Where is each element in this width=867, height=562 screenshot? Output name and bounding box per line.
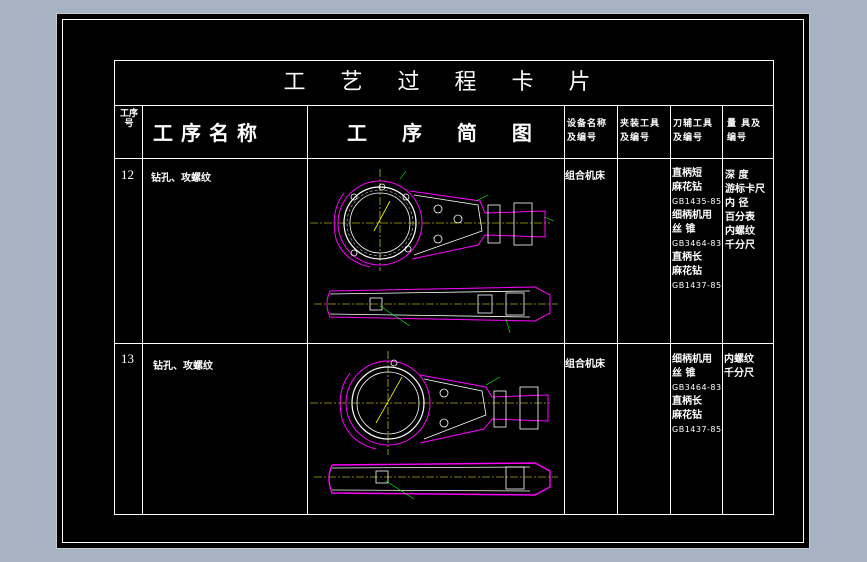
tool-line: 丝 锥 (672, 224, 696, 235)
header-gauge: 量 具及编号 (727, 119, 762, 143)
row-tools-12: 直柄短 麻花钻 GB1435-85 细柄机用 丝 锥 GB3464-83 直柄长… (672, 167, 722, 293)
drawing-frame: 工 艺 过 程 卡 片 工序号 工序名称 工 序 简 图 设备名称及编号 夹装工… (62, 19, 804, 543)
gauge-line: 百分表 (725, 212, 755, 223)
tool-standard: GB1437-85 (672, 281, 722, 290)
tool-line: 麻花钻 (672, 266, 702, 277)
tool-line: 麻花钻 (672, 182, 702, 193)
col-divider-seq (142, 105, 143, 515)
connecting-rod-top-view (310, 351, 550, 455)
card-title: 工 艺 过 程 卡 片 (283, 70, 605, 95)
row-tools-13: 细柄机用 丝 锥 GB3464-83 直柄长 麻花钻 GB1437-85 (672, 353, 722, 437)
col-divider-equipment (617, 105, 618, 515)
connecting-rod-top-view (310, 169, 555, 271)
tool-line: 麻花钻 (672, 410, 702, 421)
col-divider-name (307, 105, 308, 515)
title-divider (115, 105, 773, 106)
tool-line: 直柄短 (672, 168, 702, 179)
process-card: 工 艺 过 程 卡 片 工序号 工序名称 工 序 简 图 设备名称及编号 夹装工… (114, 60, 774, 515)
tool-line: 丝 锥 (672, 368, 696, 379)
tool-line: 直柄长 (672, 252, 702, 263)
header-sketch: 工 序 简 图 (347, 121, 546, 145)
col-divider-fixture (670, 105, 671, 515)
header-cutting-tool: 刀辅工具及编号 (673, 119, 714, 143)
header-divider (115, 158, 773, 159)
row-equipment-12: 组合机床 (565, 171, 605, 182)
row-gauges-13: 内螺纹 千分尺 (724, 353, 754, 381)
cad-viewport[interactable]: 工 艺 过 程 卡 片 工序号 工序名称 工 序 简 图 设备名称及编号 夹装工… (56, 13, 810, 549)
header-fixture: 夹装工具及编号 (620, 119, 661, 143)
row-seq-12: 12 (121, 167, 134, 182)
tool-standard: GB1437-85 (672, 425, 722, 434)
tool-line: 直柄长 (672, 396, 702, 407)
tool-standard: GB1435-85 (672, 197, 722, 206)
row-equipment-13: 组合机床 (565, 359, 605, 370)
gauge-line: 内螺纹 (724, 354, 754, 365)
connecting-rod-side-view (314, 462, 558, 500)
header-seq: 工序号 (119, 109, 138, 129)
row-op-name-13: 钻孔、攻螺纹 (153, 361, 213, 372)
tool-line: 细柄机用 (672, 210, 712, 221)
gauge-line: 游标卡尺 (725, 184, 765, 195)
sketch-13 (310, 351, 558, 500)
connecting-rod-side-view (314, 286, 558, 334)
row-gauges-12: 深 度 游标卡尺 内 径 百分表 内螺纹 千分尺 (725, 169, 765, 253)
gauge-line: 内螺纹 (725, 226, 755, 237)
gauge-line: 千分尺 (725, 240, 755, 251)
gauge-line: 内 径 (725, 198, 749, 209)
sketch-12 (310, 169, 558, 334)
gauge-line: 深 度 (725, 170, 749, 181)
header-name: 工序名称 (153, 121, 265, 145)
row-seq-13: 13 (121, 351, 134, 366)
col-divider-sketch (564, 105, 565, 515)
header-equipment: 设备名称及编号 (567, 119, 608, 143)
row-divider (115, 343, 773, 344)
col-divider-tool (722, 105, 723, 515)
gauge-line: 千分尺 (724, 368, 754, 379)
tool-standard: GB3464-83 (672, 383, 722, 392)
row-op-name-12: 钻孔、攻螺纹 (151, 173, 211, 184)
tool-line: 细柄机用 (672, 354, 712, 365)
tool-standard: GB3464-83 (672, 239, 722, 248)
